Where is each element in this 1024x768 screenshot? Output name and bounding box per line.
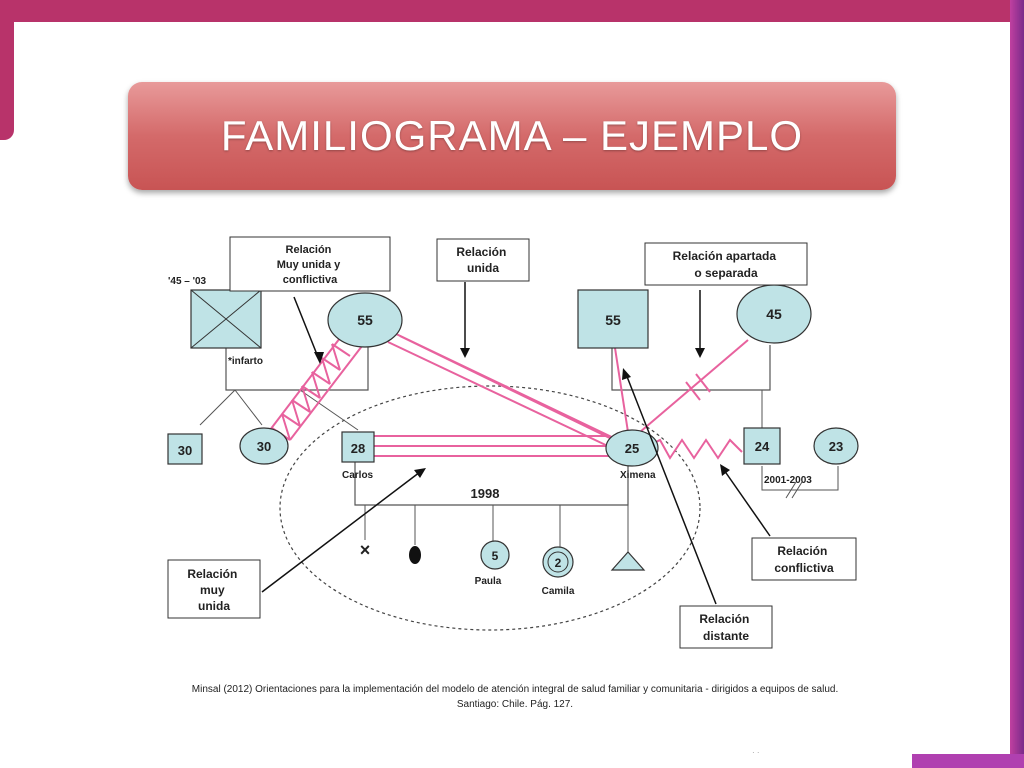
arrow-conflictiva [723,469,771,537]
camila-name: Camila [542,586,575,597]
pregnancy-triangle [610,551,646,571]
nuclear-family-boundary [279,385,701,631]
slide-frame-left [0,0,14,140]
carlos-age: 28 [351,441,365,456]
ximena-name: Ximena [620,470,656,481]
footer-dots: · · [752,748,760,757]
aunt-age: 30 [257,439,271,454]
paula-age: 5 [492,549,499,563]
grandfather-dates: '45 – '03 [168,276,207,287]
arrowhead-unida [460,348,470,358]
sister-age: 23 [829,439,843,454]
camila-inner-circle [547,551,569,573]
arrowhead-apartada [695,348,705,358]
legend-apartada: Relación apartada o separada [673,249,780,280]
relation-apartada [639,339,749,433]
uncle-node [167,433,203,465]
title-banner: FAMILIOGRAMA – EJEMPLO [128,82,896,190]
arrow-distante [625,373,717,605]
camila-age: 2 [555,556,562,570]
grandfather-left-deceased [190,289,262,349]
legend-box-muy-unida [167,559,261,619]
ximena-node [605,429,659,467]
paula-node [480,540,510,570]
legend-unida: Relación unida [456,245,509,275]
arrowhead-muy-unida [414,468,426,478]
legend-conflictiva: Relación conflictiva [774,544,834,575]
grandmother-right-age: 45 [766,306,782,322]
miscarriage-mark: × [360,540,371,560]
slide-frame-top [0,0,1024,22]
legend-box-conflictiva [751,537,857,581]
slide-title: FAMILIOGRAMA – EJEMPLO [220,112,804,159]
divorce-slashes [785,481,803,499]
grandmother-left-age: 55 [357,312,373,328]
legend-box-distante [679,605,773,649]
carlos-name: Carlos [342,470,374,481]
marriage-line [354,462,629,506]
relation-muy-unida [374,435,610,457]
legend-box-unida [436,238,530,282]
marriage-year: 1998 [471,486,500,501]
left-parents-union-line [225,345,369,391]
ex-partner-age: 24 [755,439,770,454]
grandfather-right-node [577,289,649,349]
arrowhead-muy-unida-conflictiva [314,352,324,364]
relation-conflictiva [647,438,743,460]
legend-muy-unida: Relación muy unida [187,567,240,613]
grandfather-note: *infarto [228,356,263,367]
grandmother-left-node [327,292,403,348]
arrow-muy-unida [261,471,421,593]
sister-node [813,427,859,465]
grandfather-right-age: 55 [605,312,621,328]
arrow-muy-unida-conflictiva [293,296,321,363]
slide-frame-right [1010,0,1024,768]
arrowhead-distante [622,368,631,380]
legend-distante: Relación distante [699,612,752,643]
carlos-node [341,431,375,463]
right-parents-union-line [611,345,771,391]
ex-partner-node [743,427,781,465]
paula-name: Paula [475,576,502,587]
uncle-age: 30 [178,443,192,458]
aunt-node [239,427,289,465]
slide-frame-bottom [912,754,1024,768]
legend-box-muy-unida-conflictiva [229,236,391,292]
abortion-node [409,546,421,564]
divorce-dates: 2001-2003 [764,475,812,486]
arrowhead-conflictiva [720,464,730,476]
relation-distante [614,347,629,433]
citation-line-2: Santiago: Chile. Pág. 127. [456,699,574,710]
left-children-lines [199,389,359,431]
relation-unida [387,331,623,449]
legend-box-apartada [644,242,808,286]
divorce-union-line [761,466,839,491]
citation: Minsal (2012) Orientaciones para la impl… [120,682,910,712]
children-lines [364,505,629,560]
citation-line-1: Minsal (2012) Orientaciones para la impl… [191,684,839,695]
ximena-age: 25 [625,441,639,456]
legend-muy-unida-conflictiva: Relación Muy unida y conflictiva [277,244,344,286]
